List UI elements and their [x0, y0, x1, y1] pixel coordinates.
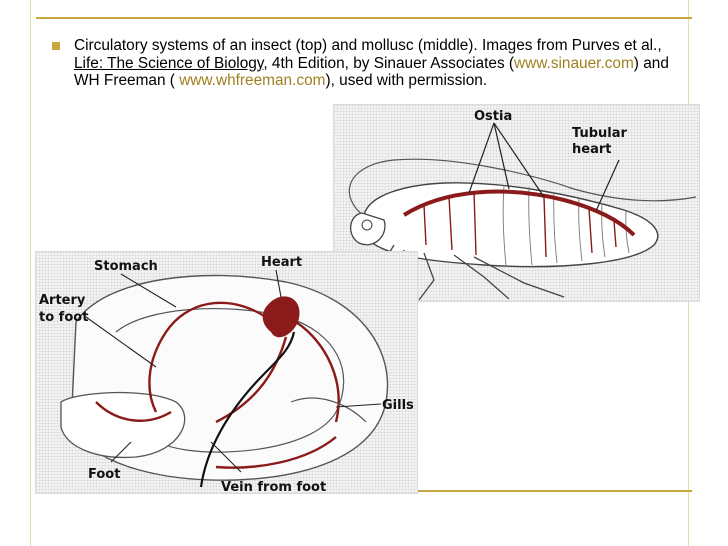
label-to-foot: to foot — [39, 310, 88, 325]
vein-from-foot — [199, 331, 296, 488]
bottom-divider — [418, 490, 692, 492]
label-pointers — [85, 269, 282, 473]
label-artery: Artery — [39, 293, 86, 308]
blood-vessels — [95, 301, 340, 469]
ostia-pointers — [468, 122, 545, 198]
bullet-square-icon — [52, 42, 60, 50]
insect-eye — [361, 219, 373, 231]
label-stomach: Stomach — [94, 259, 158, 274]
tubular-pointer — [595, 159, 620, 212]
hemolymph-flow — [423, 190, 617, 258]
antenna — [348, 158, 697, 224]
sinauer-link[interactable]: www.sinauer.com — [514, 54, 634, 72]
book-title: Life: The Science of Biology — [74, 54, 264, 72]
label-foot: Foot — [88, 467, 120, 482]
gill-filaments — [290, 397, 367, 423]
label-ostia: Ostia — [474, 109, 512, 124]
label-tubular: Tubular — [572, 126, 627, 141]
whfreeman-link[interactable]: www.whfreeman.com — [179, 72, 326, 89]
caption-part-1: Circulatory systems of an insect (top) a… — [74, 37, 662, 54]
tubular-heart — [402, 189, 636, 237]
mollusc-heart — [262, 296, 300, 338]
caption-part-4: ), used with permission. — [325, 72, 488, 89]
label-heart: heart — [572, 142, 611, 157]
mollusc-foot — [60, 391, 186, 459]
insect-body — [363, 182, 659, 268]
label-vein-from-foot: Vein from foot — [221, 480, 326, 493]
left-guide-line — [30, 0, 31, 546]
caption-part-2: , 4th Edition, by Sinauer Associates ( — [263, 54, 515, 72]
caption-text: Circulatory systems of an insect (top) a… — [74, 37, 686, 90]
gills-pointer — [335, 403, 382, 408]
top-divider — [36, 17, 692, 19]
caption-part-3: ) and WH Freeman ( — [74, 54, 669, 90]
label-gills: Gills — [382, 398, 414, 413]
label-heart: Heart — [261, 255, 302, 270]
mollusc-circulatory-diagram: Stomach Heart Artery to foot Gills Foot … — [35, 251, 418, 494]
